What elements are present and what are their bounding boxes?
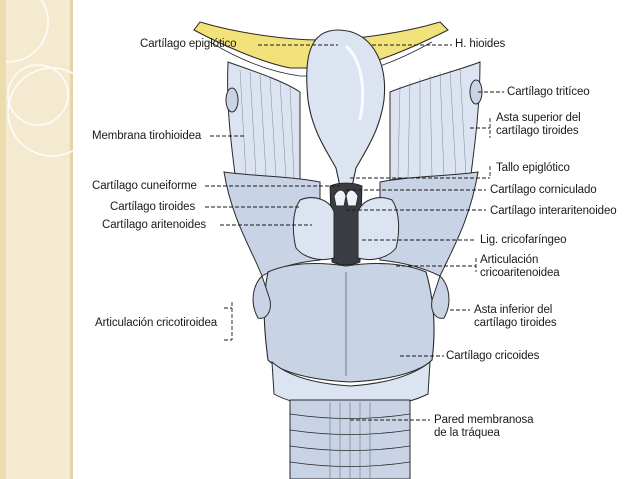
label-articulacion-cricoaritenoidea: Articulación cricoaritenoidea [480, 254, 560, 280]
label-asta-inferior-line2: cartílago tiroides [474, 317, 557, 329]
label-asta-inferior-line1: Asta inferior del [474, 304, 553, 316]
label-asta-superior-line1: Asta superior del [496, 112, 581, 124]
leader-lines [205, 44, 504, 421]
label-tallo-epiglotico: Tallo epiglótico [496, 162, 570, 174]
inferior-horn-right [431, 275, 450, 319]
label-hioides: H. hioides [455, 38, 506, 50]
label-lig-cricofaringeo: Lig. cricofaríngeo [480, 234, 567, 246]
label-cartilago-triticeo: Cartílago tritíceo [507, 86, 590, 98]
membrane-hatching [239, 67, 467, 179]
label-pared-membranosa: Pared membranosa de la tráquea [434, 414, 534, 440]
label-cartilago-cricoides: Cartílago cricoides [446, 350, 540, 362]
label-asta-superior-line2: cartílago tiroides [496, 125, 579, 137]
decorative-rings [0, 0, 97, 157]
corniculate-cartilage-left [333, 189, 347, 207]
label-cartilago-interaritenoideo: Cartílago interaritenoideo [490, 205, 617, 217]
arytenoid-cartilage-left [292, 197, 335, 261]
label-articulacion-cricotiroidea: Articulación cricotiroidea [95, 317, 218, 329]
label-pared-membranosa-line1: Pared membranosa [434, 414, 534, 426]
label-cartilago-epiglotico: Cartílago epiglótico [140, 38, 237, 50]
arytenoid-cartilage-right [357, 197, 400, 261]
trachea-membrane-hatching [329, 402, 371, 479]
label-asta-superior: Asta superior del cartílago tiroides [496, 112, 581, 138]
label-cartilago-aritenoides: Cartílago aritenoides [102, 219, 207, 231]
corniculate-cartilage-right [345, 189, 359, 207]
label-cartilago-cuneiforme: Cartílago cuneiforme [92, 180, 197, 192]
label-pared-membranosa-line2: de la tráquea [434, 427, 500, 439]
label-cartilago-corniculado: Cartílago corniculado [490, 184, 597, 196]
triticeous-cartilage-left [225, 87, 239, 113]
thyroid-cartilage-right [379, 171, 479, 277]
label-asta-inferior: Asta inferior del cartílago tiroides [474, 304, 557, 330]
epiglottis [306, 29, 386, 197]
label-cartilago-tiroides: Cartílago tiroides [110, 201, 196, 213]
label-articulacion-cricoaritenoidea-line2: cricoaritenoidea [480, 267, 560, 279]
sidebar-left-band [0, 0, 6, 479]
thyrohyoid-membrane-left [227, 61, 301, 183]
inferior-horn-left [252, 275, 271, 319]
sidebar-edge [70, 0, 73, 479]
label-membrana-tirohioidea: Membrana tirohioidea [92, 130, 202, 142]
label-articulacion-cricoaritenoidea-line1: Articulación [480, 254, 539, 266]
cricoid-cartilage [263, 262, 435, 383]
thyrohyoid-membrane-right [389, 61, 481, 183]
epiglottis-highlight [344, 44, 365, 121]
